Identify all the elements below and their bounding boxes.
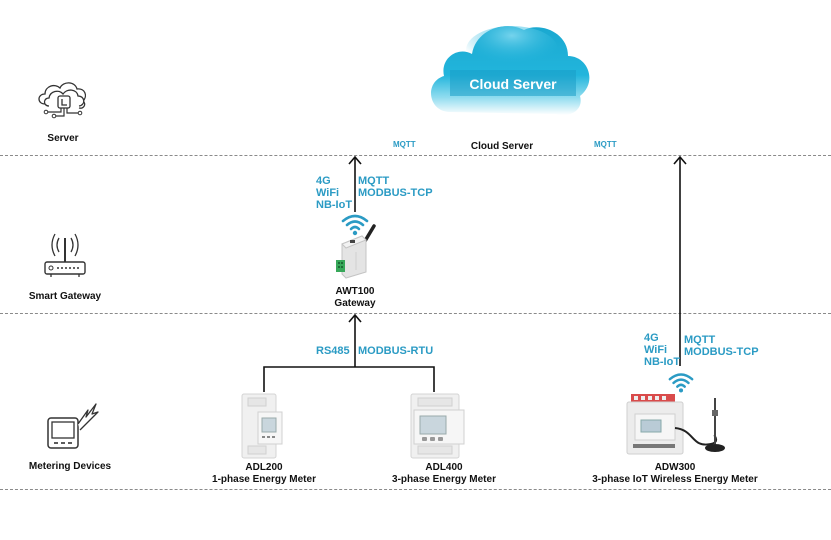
- gateway-wifi-icon: [341, 214, 369, 236]
- gateway-wireless-4g: 4G: [316, 175, 331, 187]
- adl200-model: ADL200: [245, 462, 283, 473]
- cloud-server-icon: [38, 82, 87, 119]
- rs485-bus-line: [263, 366, 435, 392]
- gateway-protocol-list: MQTT MODBUS-TCP: [358, 175, 433, 199]
- adw300-wireless-wifi: WiFi: [644, 344, 668, 356]
- adl200-label: ADL200 1-phase Energy Meter: [194, 462, 334, 486]
- router-icon: [44, 233, 86, 277]
- metering-layer: Metering Devices: [18, 400, 122, 472]
- adw300-protocol-list: MQTT MODBUS-TCP: [684, 334, 759, 358]
- adw300-label: ADW300 3-phase IoT Wireless Energy Meter: [570, 462, 780, 486]
- adw300-protocol-modbus-tcp: MODBUS-TCP: [684, 346, 759, 358]
- adl200-desc: 1-phase Energy Meter: [212, 474, 316, 485]
- layer-divider-server: [0, 155, 831, 156]
- adl400-label: ADL400 3-phase Energy Meter: [374, 462, 514, 486]
- awt100-model: AWT100: [335, 286, 375, 297]
- adl200-meter-device: [241, 393, 283, 459]
- cloud-left-protocol: MQTT: [393, 140, 416, 149]
- adw300-wireless-4g: 4G: [644, 332, 659, 344]
- gateway-layer-label: Smart Gateway: [28, 291, 102, 302]
- adl400-desc: 3-phase Energy Meter: [392, 474, 496, 485]
- adw300-wifi-icon: [668, 373, 694, 393]
- bus-uplink-arrowhead: [348, 313, 362, 323]
- layer-divider-metering: [0, 489, 831, 490]
- bus-physical-label: RS485: [316, 345, 350, 357]
- gateway-protocol-modbus-tcp: MODBUS-TCP: [358, 187, 433, 199]
- gateway-layer: Smart Gateway: [20, 228, 110, 302]
- metering-layer-label: Metering Devices: [28, 461, 112, 472]
- adw300-wireless-list: 4G WiFi NB-IoT: [644, 332, 680, 368]
- awt100-label: AWT100 Gateway: [315, 286, 395, 310]
- gateway-wireless-list: 4G WiFi NB-IoT: [316, 175, 352, 211]
- bus-protocol-label: MODBUS-RTU: [358, 345, 434, 357]
- adl400-meter-device: [410, 393, 465, 459]
- server-layer: Server: [28, 78, 98, 144]
- cloud-right-protocol: MQTT: [594, 140, 617, 149]
- gateway-uplink-arrowhead: [348, 155, 362, 165]
- adw300-model: ADW300: [654, 462, 696, 473]
- cloud-server-caption: Cloud Server: [470, 141, 534, 152]
- layer-divider-gateway: [0, 313, 831, 314]
- gateway-protocol-mqtt: MQTT: [358, 175, 390, 187]
- adw300-protocol-mqtt: MQTT: [684, 334, 716, 346]
- gateway-wireless-wifi: WiFi: [316, 187, 340, 199]
- adw300-meter-device: [626, 394, 725, 455]
- gateway-wireless-nbiot: NB-IoT: [316, 199, 353, 211]
- cloud-server-graphic: Cloud Server: [431, 26, 590, 116]
- awt100-gateway-device: [336, 224, 376, 279]
- adw300-wireless-nbiot: NB-IoT: [644, 356, 681, 368]
- adw300-desc: 3-phase IoT Wireless Energy Meter: [592, 474, 758, 485]
- awt100-type: Gateway: [334, 298, 376, 309]
- cloud-banner-text: Cloud Server: [469, 76, 557, 92]
- server-layer-label: Server: [47, 133, 79, 144]
- adw300-uplink-arrowhead: [673, 155, 687, 165]
- adl400-model: ADL400: [425, 462, 463, 473]
- meter-device-icon: [47, 403, 99, 449]
